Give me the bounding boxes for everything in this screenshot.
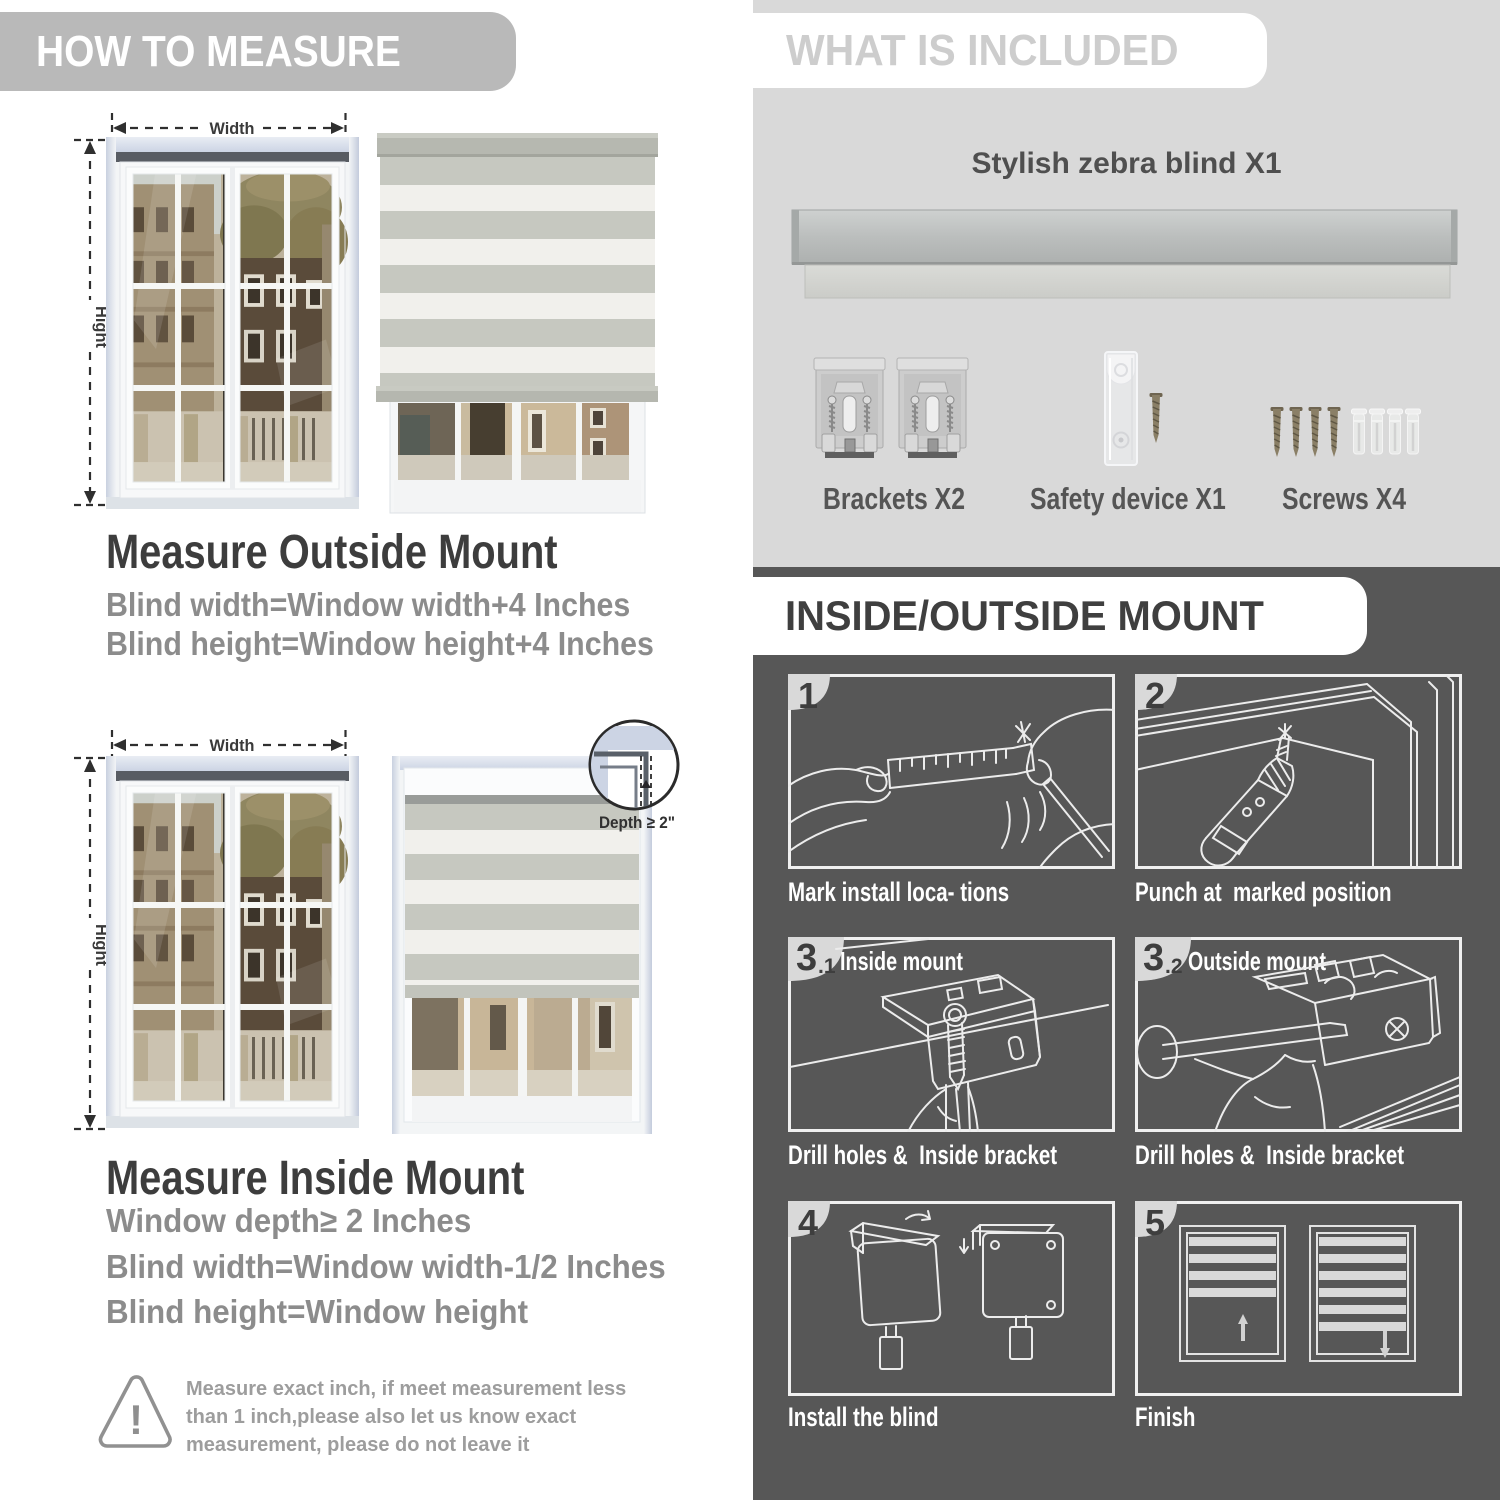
svg-text:4: 4 xyxy=(798,1202,818,1243)
svg-text:Width: Width xyxy=(210,119,255,138)
svg-text:Depth ≥ 2": Depth ≥ 2" xyxy=(599,813,675,832)
svg-text:5: 5 xyxy=(1145,1202,1165,1243)
svg-text:.2: .2 xyxy=(1165,955,1183,978)
svg-text:Inside mount: Inside mount xyxy=(840,946,963,976)
svg-text:Width: Width xyxy=(210,736,255,755)
svg-text:3: 3 xyxy=(1143,937,1164,979)
svg-text:2: 2 xyxy=(1145,675,1165,716)
svg-text:3: 3 xyxy=(796,937,817,979)
svg-text:.1: .1 xyxy=(818,955,836,978)
svg-text:1: 1 xyxy=(798,675,818,716)
svg-text:Outside mount: Outside mount xyxy=(1188,946,1326,976)
svg-text:!: ! xyxy=(129,1396,143,1443)
